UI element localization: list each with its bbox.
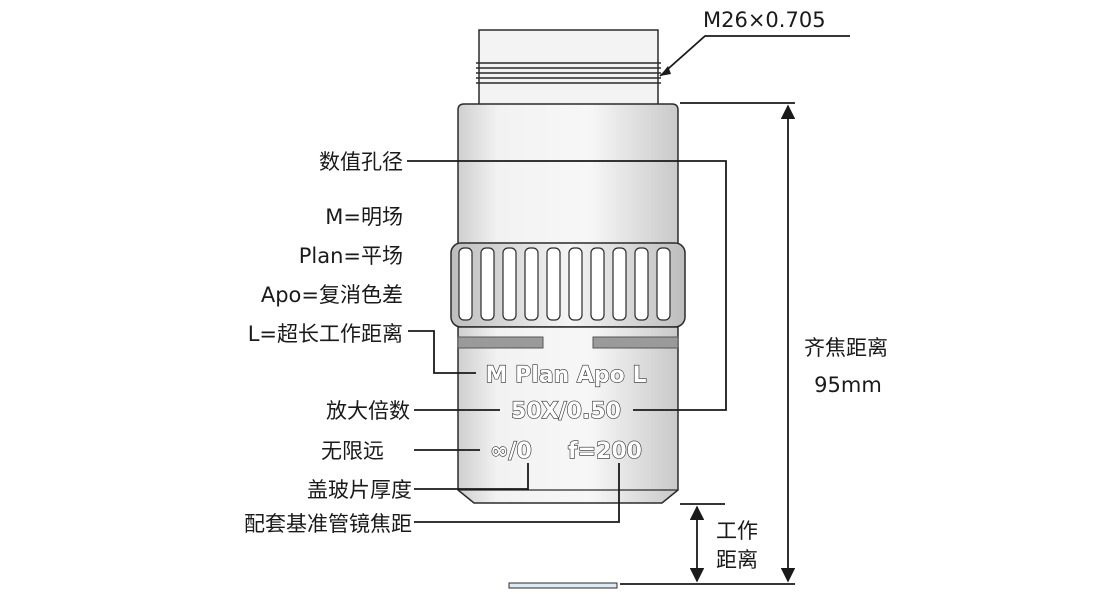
sample-slide	[508, 582, 618, 589]
engraving-infinity: ∞/0	[490, 439, 532, 464]
label-m-def: M=明场	[325, 205, 403, 229]
working-distance-label-1: 工作	[716, 519, 758, 543]
label-tube-lens-focal: 配套基准管镜焦距	[244, 512, 412, 536]
engraving-line2: 50X/0.50	[511, 399, 621, 424]
label-infinity: 无限远	[321, 439, 384, 463]
engraving-focal: f=200	[568, 439, 642, 464]
label-cover-glass: 盖玻片厚度	[307, 478, 412, 502]
thread-spec-label: M26×0.705	[703, 8, 826, 32]
working-distance-label-2: 距离	[716, 548, 758, 572]
label-apo-def: Apo=复消色差	[261, 283, 403, 307]
label-numerical-aperture: 数值孔径	[319, 150, 403, 174]
band-left	[457, 336, 544, 349]
label-magnification: 放大倍数	[326, 399, 410, 423]
parfocal-value: 95mm	[814, 373, 882, 397]
label-plan-def: Plan=平场	[299, 244, 403, 268]
parfocal-label: 齐焦距离	[804, 336, 888, 360]
knurled-ring	[450, 242, 686, 328]
engraving-line1: M Plan Apo L	[486, 363, 647, 388]
label-l-def: L=超长工作距离	[248, 322, 403, 346]
thread-grooves	[476, 62, 661, 84]
leader-lines	[407, 35, 850, 585]
objective-upper-body	[457, 103, 679, 246]
band-right	[592, 336, 679, 349]
thread-section	[476, 29, 661, 107]
